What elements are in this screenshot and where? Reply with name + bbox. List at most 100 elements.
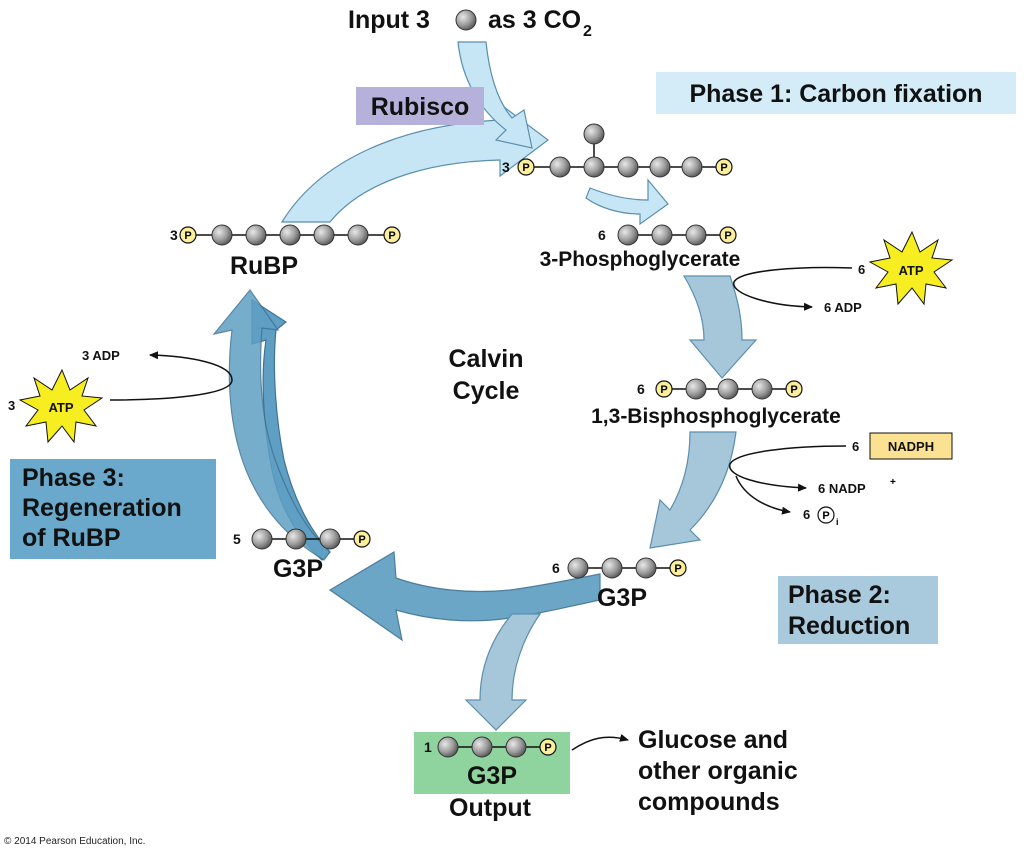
phosphate-icon (669, 559, 687, 577)
products: Glucose and other organic compounds (571, 726, 798, 816)
atp-burst-icon (868, 230, 954, 306)
carbon-atom-icon (651, 224, 673, 246)
phosphate-icon (353, 530, 371, 548)
carbon-atom-icon (635, 557, 657, 579)
carbon-atom-icon (751, 378, 773, 400)
g3p-five-molecule: 5 P G3P (233, 528, 371, 583)
regeneration-adp-label: 3 ADP (82, 348, 120, 363)
carbon-atom-icon (685, 378, 707, 400)
arrow-to-output (464, 613, 542, 731)
arrow-to-pga (585, 178, 669, 226)
arrow-icon (729, 445, 847, 492)
nadph-box (869, 432, 953, 460)
g3p-output-molecule: 1 P G3P Output (424, 736, 557, 822)
g3p-six-name: G3P (597, 584, 647, 612)
phosphate-symbol: P (184, 230, 191, 242)
pi-sub: i (836, 517, 839, 527)
rubp-molecule: 3 P P RuBP (170, 224, 401, 280)
carbon-atom-icon (455, 9, 477, 31)
input-prefix: Input 3 (348, 6, 430, 34)
atp-burst-icon (18, 368, 104, 444)
g3p-output-count: 1 (424, 739, 432, 755)
carbon-atom-icon (471, 736, 493, 758)
carbon-atom-icon (245, 224, 267, 246)
phosphate-symbol: P (388, 230, 395, 242)
carbon-atom-icon (211, 224, 233, 246)
input-subscript: 2 (583, 23, 592, 40)
phosphate-symbol: P (790, 384, 797, 396)
arrow-icon (571, 734, 629, 751)
reduction-nadph: 6 NADPH 6 NADP + 6 P i (729, 432, 953, 527)
arrow-co2-input (457, 41, 533, 149)
phosphate-icon (517, 158, 535, 176)
pga-molecule: 6 P 3-Phosphoglycerate (540, 224, 741, 271)
bpg-count: 6 (637, 381, 645, 397)
phase1-label: Phase 1: Carbon fixation (689, 80, 982, 108)
phosphate-icon (539, 738, 557, 756)
pga-count: 6 (598, 227, 606, 243)
nadph-label: NADPH (888, 439, 934, 454)
rubp-name: RuBP (230, 252, 298, 280)
pi-symbol: P (822, 510, 829, 522)
intermediate-molecule: 3 P P (502, 123, 733, 178)
carbon-atom-icon (617, 156, 639, 178)
phosphate-icon (715, 158, 733, 176)
products-line3: compounds (638, 788, 780, 816)
phase2-line1: Phase 2: (788, 581, 891, 609)
phosphate-symbol: P (720, 162, 727, 174)
phase3-line3: of RuBP (22, 524, 121, 552)
pga-name: 3-Phosphoglycerate (540, 248, 741, 271)
phase2-box: Phase 2: Reduction (778, 576, 938, 644)
nadp-sup: + (890, 477, 896, 488)
bpg-name: 1,3-Bisphosphoglycerate (591, 405, 841, 428)
rubisco-label: Rubisco (371, 93, 470, 121)
carbon-atom-icon (649, 156, 671, 178)
carbon-atom-icon (685, 224, 707, 246)
g3p-six-molecule: 6 P G3P (552, 557, 687, 612)
cycle-arrows (212, 41, 758, 731)
g3p-output-label: Output (449, 794, 532, 822)
phosphate-symbol: P (724, 230, 731, 242)
arrow-pga-to-bpg (682, 275, 758, 379)
carbon-atom-icon (251, 528, 273, 550)
carbon-atom-icon (583, 156, 605, 178)
phosphate-icon (719, 226, 737, 244)
nadp-label: 6 NADP (818, 481, 866, 496)
nadph-count: 6 (852, 439, 859, 454)
products-line1: Glucose and (638, 726, 788, 754)
carbon-atom-icon (567, 557, 589, 579)
phosphate-icon (383, 226, 401, 244)
products-line2: other organic (638, 757, 798, 785)
carbon-atom-icon (285, 528, 307, 550)
arrow-icon (109, 351, 233, 401)
phosphate-icon (655, 380, 673, 398)
carbon-atom-icon (617, 224, 639, 246)
co2-input-label: Input 3 as 3 CO 2 (348, 6, 592, 40)
carbon-atom-icon (347, 224, 369, 246)
regeneration-atp: 3 ADP 3 ATP (8, 348, 233, 444)
regeneration-atp-count: 3 (8, 398, 15, 413)
phase1-box: Phase 1: Carbon fixation (656, 72, 1016, 114)
phosphate-symbol: P (660, 384, 667, 396)
phosphate-icon (817, 506, 835, 524)
carbon-atom-icon (319, 528, 341, 550)
phosphate-symbol: P (358, 534, 365, 546)
phase3-line1: Phase 3: (22, 464, 125, 492)
input-suffix: as 3 CO (488, 6, 581, 34)
arrow-icon (735, 475, 791, 515)
phosphate-symbol: P (674, 563, 681, 575)
reduction-adp-label: 6 ADP (824, 300, 862, 315)
carbon-atom-icon (717, 378, 739, 400)
carbon-atom-icon (583, 123, 605, 145)
phosphate-symbol: P (522, 162, 529, 174)
phosphate-icon (785, 380, 803, 398)
phase3-line2: Regeneration (22, 494, 182, 522)
copyright-text: © 2014 Pearson Education, Inc. (4, 836, 145, 847)
g3p-six-count: 6 (552, 560, 560, 576)
reduction-atp-label: ATP (898, 263, 923, 278)
carbon-atom-icon (549, 156, 571, 178)
reduction-atp: 6 ATP 6 ADP (733, 230, 954, 315)
carbon-atom-icon (681, 156, 703, 178)
arrow-icon (733, 266, 853, 311)
